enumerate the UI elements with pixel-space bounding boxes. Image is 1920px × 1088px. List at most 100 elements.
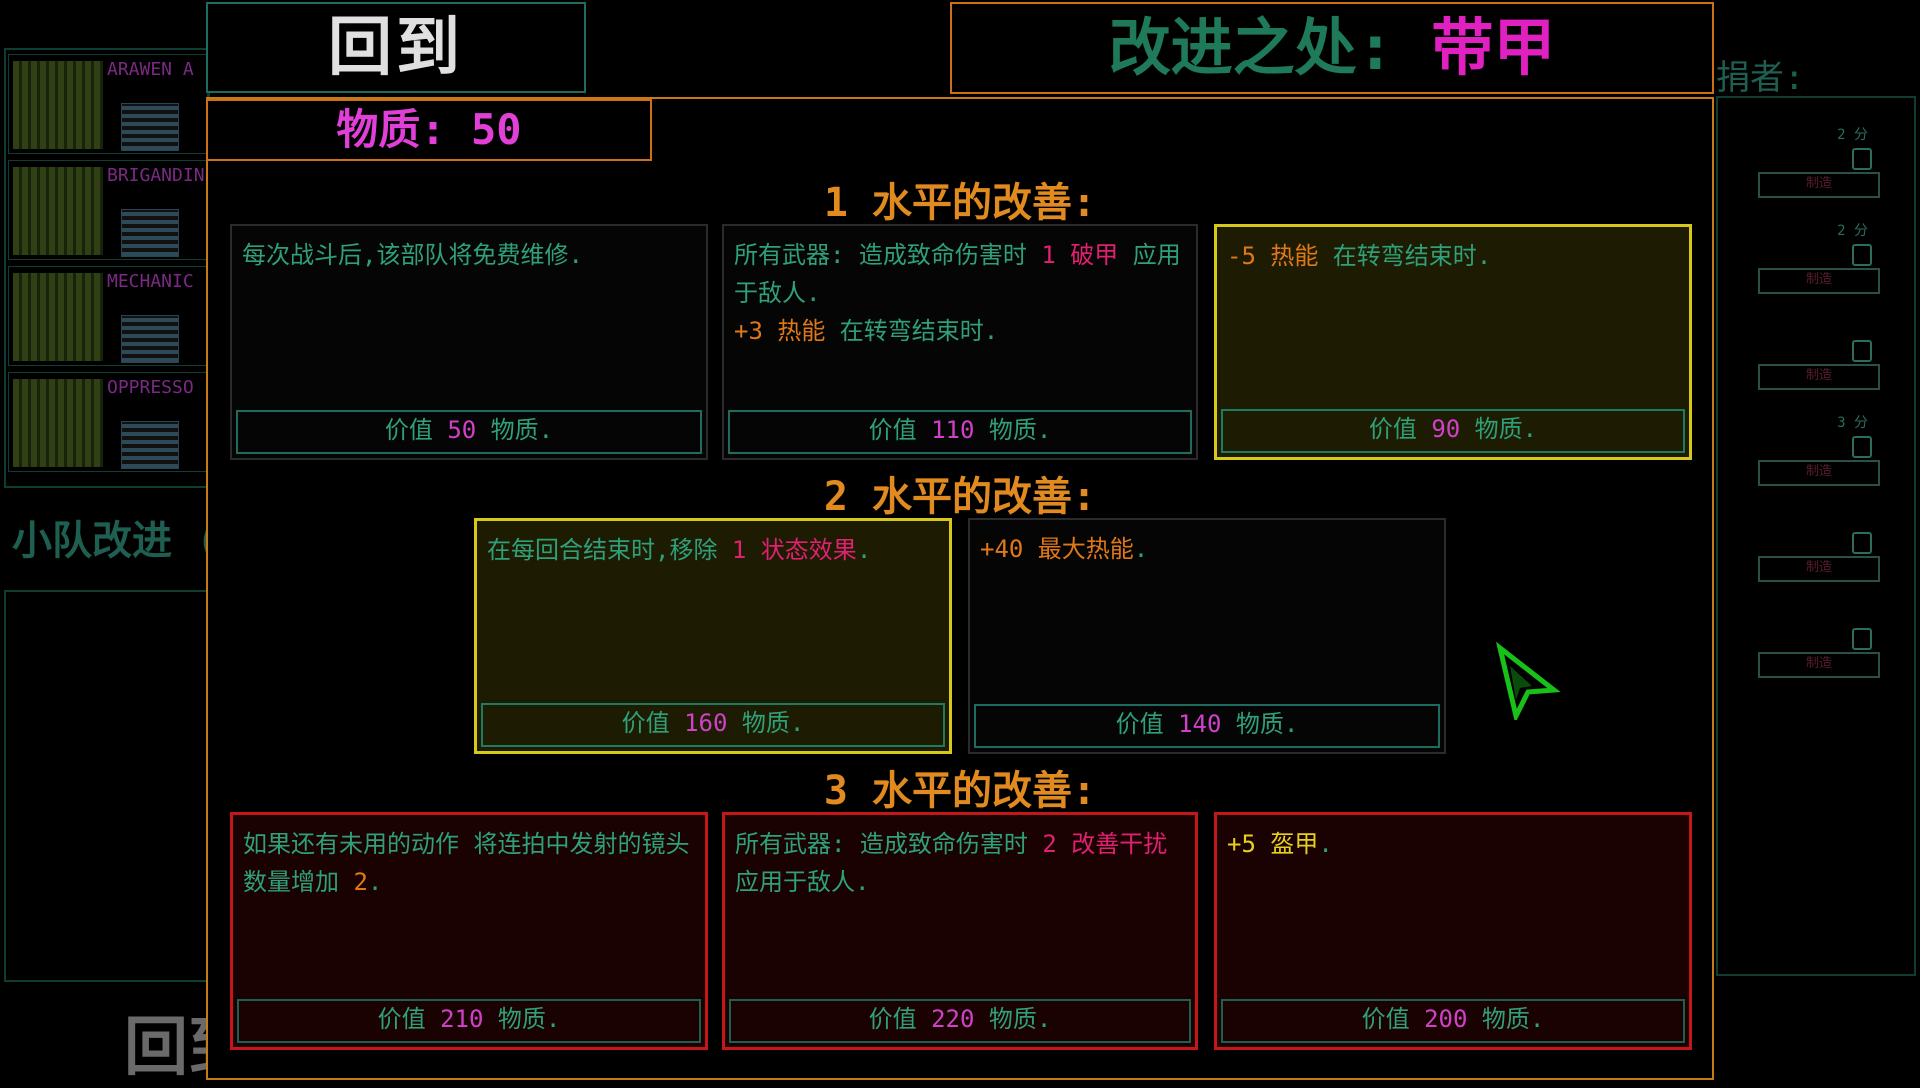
desc-text: 应用于敌人. — [734, 241, 1181, 307]
upgrade-card-locked[interactable]: 所有武器: 造成致命伤害时 2 改善干扰 应用于敌人. 价值 220 物质. — [722, 812, 1198, 1050]
price-button[interactable]: 价值 160 物质. — [481, 703, 945, 747]
price-button[interactable]: 价值 110 物质. — [728, 410, 1192, 454]
tier-1-heading: 1 水平的改善: — [823, 180, 1097, 226]
desc-text: 所有武器: 造成致命伤害时 — [735, 830, 1043, 858]
unit-portrait — [13, 273, 103, 361]
requisition-time: 2 分 — [1837, 223, 1868, 239]
price-value: 50 — [447, 416, 477, 444]
upgrade-description: +40 最大热能. — [980, 530, 1434, 568]
upgrade-card-locked[interactable]: 如果还有未用的动作 将连拍中发射的镜头数量增加 2. 价值 210 物质. — [230, 812, 708, 1050]
price-button[interactable]: 价值 90 物质. — [1221, 409, 1685, 453]
upgrade-card-selected[interactable]: -5 热能 在转弯结束时. 价值 90 物质. — [1214, 224, 1692, 460]
price-value: 110 — [931, 416, 975, 444]
build-button[interactable]: 制造 — [1758, 364, 1880, 390]
price-suffix: 物质. — [1221, 710, 1299, 738]
requisition-time: 3 分 — [1837, 415, 1868, 431]
unit-portrait — [13, 61, 103, 149]
price-value: 210 — [440, 1005, 484, 1033]
build-button[interactable]: 制造 — [1758, 556, 1880, 582]
price-suffix: 物质. — [974, 1005, 1052, 1033]
unit-portrait — [13, 379, 103, 467]
desc-highlight: 1 状态效果 — [731, 536, 857, 564]
upgrade-description: +5 盔甲. — [1227, 825, 1679, 863]
requisition-panel — [1716, 96, 1916, 976]
price-prefix: 价值 — [868, 1005, 932, 1033]
desc-highlight: +5 盔甲 — [1227, 830, 1319, 858]
requisition-row: 3 分 制造 — [1750, 408, 1880, 498]
requisition-row: 制造 — [1750, 600, 1880, 690]
desc-text: 在转弯结束时. — [825, 317, 999, 345]
desc-text: 在每回合结束时,移除 — [487, 536, 732, 564]
matter-counter: 物质: 50 — [206, 99, 652, 161]
desc-text: 如果还有未用的动作 将连拍中发射的镜头数量增加 — [243, 830, 690, 896]
unit-row-2[interactable]: BRIGANDIN — [8, 160, 208, 260]
squad-detail-panel — [4, 590, 210, 982]
right-panel-header: 捐者: — [1716, 58, 1805, 98]
upgrade-card-locked[interactable]: +5 盔甲. 价值 200 物质. — [1214, 812, 1692, 1050]
build-button[interactable]: 制造 — [1758, 652, 1880, 678]
price-prefix: 价值 — [1361, 1005, 1425, 1033]
desc-text: . — [856, 536, 872, 564]
price-suffix: 物质. — [727, 709, 805, 737]
tier-2-heading: 2 水平的改善: — [823, 474, 1097, 520]
back-button[interactable]: 回到 — [206, 2, 586, 93]
price-prefix: 价值 — [621, 709, 685, 737]
unit-row-3[interactable]: MECHANIC — [8, 266, 208, 366]
price-suffix: 物质. — [1467, 1005, 1545, 1033]
price-button[interactable]: 价值 220 物质. — [729, 999, 1191, 1043]
upgrade-description: 每次战斗后,该部队将免费维修. — [242, 236, 696, 274]
desc-text: 每次战斗后,该部队将免费维修. — [242, 241, 583, 269]
requisition-row: 制造 — [1750, 312, 1880, 402]
title-label: 改进之处: — [1108, 11, 1394, 84]
price-value: 220 — [931, 1005, 975, 1033]
price-button[interactable]: 价值 210 物质. — [237, 999, 701, 1043]
price-prefix: 价值 — [384, 416, 448, 444]
upgrade-card[interactable]: 每次战斗后,该部队将免费维修. 价值 50 物质. — [230, 224, 708, 460]
price-prefix: 价值 — [868, 416, 932, 444]
unit-name: MECHANIC — [107, 271, 194, 292]
unit-name: BRIGANDIN — [107, 165, 205, 186]
price-value: 90 — [1431, 415, 1461, 443]
upgrade-card-selected[interactable]: 在每回合结束时,移除 1 状态效果. 价值 160 物质. — [474, 518, 952, 754]
unit-row-4[interactable]: OPPRESSO — [8, 372, 208, 472]
desc-highlight: 2 改善干扰 — [1042, 830, 1168, 858]
unit-gear-icon — [121, 103, 179, 151]
price-prefix: 价值 — [1368, 415, 1432, 443]
lock-icon — [1852, 148, 1872, 170]
requisition-row: 制造 — [1750, 504, 1880, 594]
unit-name: OPPRESSO — [107, 377, 194, 398]
price-value: 140 — [1178, 710, 1222, 738]
mouse-cursor-icon — [1495, 641, 1561, 720]
desc-text: 在转弯结束时. — [1318, 242, 1492, 270]
price-suffix: 物质. — [476, 416, 554, 444]
price-button[interactable]: 价值 50 物质. — [236, 410, 702, 454]
title-unit-name: 带甲 — [1431, 11, 1556, 84]
price-button[interactable]: 价值 200 物质. — [1221, 999, 1685, 1043]
tier-3-heading: 3 水平的改善: — [823, 768, 1097, 814]
requisition-row: 2 分 制造 — [1750, 216, 1880, 306]
build-button[interactable]: 制造 — [1758, 268, 1880, 294]
upgrade-description: 所有武器: 造成致命伤害时 2 改善干扰 应用于敌人. — [735, 825, 1185, 901]
desc-text: . — [1133, 535, 1149, 563]
upgrade-description: 在每回合结束时,移除 1 状态效果. — [487, 531, 939, 569]
desc-highlight: -5 热能 — [1227, 242, 1319, 270]
build-button[interactable]: 制造 — [1758, 460, 1880, 486]
unit-row-1[interactable]: ARAWEN A — [8, 54, 208, 154]
price-button[interactable]: 价值 140 物质. — [974, 704, 1440, 748]
upgrade-description: 所有武器: 造成致命伤害时 1 破甲 应用于敌人. +3 热能 在转弯结束时. — [734, 236, 1186, 350]
lock-icon — [1852, 628, 1872, 650]
unit-gear-icon — [121, 421, 179, 469]
desc-text: . — [367, 868, 383, 896]
upgrade-card[interactable]: +40 最大热能. 价值 140 物质. — [968, 518, 1446, 754]
lock-icon — [1852, 436, 1872, 458]
price-prefix: 价值 — [1115, 710, 1179, 738]
upgrade-description: -5 热能 在转弯结束时. — [1227, 237, 1679, 275]
unit-gear-icon — [121, 315, 179, 363]
build-button[interactable]: 制造 — [1758, 172, 1880, 198]
price-suffix: 物质. — [483, 1005, 561, 1033]
upgrade-card[interactable]: 所有武器: 造成致命伤害时 1 破甲 应用于敌人. +3 热能 在转弯结束时. … — [722, 224, 1198, 460]
desc-text: . — [1318, 830, 1333, 858]
desc-highlight: 1 破甲 — [1041, 241, 1119, 269]
unit-portrait — [13, 167, 103, 255]
price-prefix: 价值 — [377, 1005, 441, 1033]
